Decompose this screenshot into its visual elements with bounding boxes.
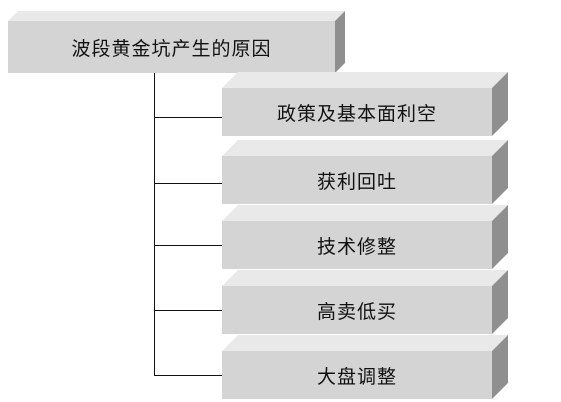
- child-node-label: 获利回吐: [222, 156, 492, 204]
- child-node-top-bevel: [222, 270, 508, 286]
- child-node-top-bevel: [222, 72, 508, 88]
- child-node-top-bevel: [222, 335, 508, 351]
- root-node-label: 波段黄金坑产生的原因: [8, 21, 335, 73]
- child-node-side-bevel: [492, 335, 508, 399]
- child-node-side-bevel: [492, 270, 508, 334]
- child-node-label: 高卖低买: [222, 286, 492, 334]
- child-node: 获利回吐: [222, 140, 508, 204]
- child-node-top-bevel: [222, 205, 508, 221]
- connector-branch: [154, 117, 222, 118]
- child-node: 高卖低买: [222, 270, 508, 334]
- child-node-label: 政策及基本面利空: [222, 88, 492, 136]
- connector-branch: [154, 183, 222, 184]
- connector-branch: [154, 245, 222, 246]
- connector-branch: [154, 375, 222, 376]
- connector-branch: [154, 310, 222, 311]
- child-node: 大盘调整: [222, 335, 508, 399]
- root-node-top-bevel: [8, 11, 345, 21]
- child-node: 政策及基本面利空: [222, 72, 508, 136]
- child-node-side-bevel: [492, 72, 508, 136]
- child-node-label: 大盘调整: [222, 351, 492, 399]
- root-node: 波段黄金坑产生的原因: [8, 11, 345, 73]
- child-node-side-bevel: [492, 205, 508, 269]
- root-node-side-bevel: [335, 11, 345, 73]
- child-node-side-bevel: [492, 140, 508, 204]
- child-node: 技术修整: [222, 205, 508, 269]
- connector-trunk: [154, 73, 155, 376]
- child-node-label: 技术修整: [222, 221, 492, 269]
- child-node-top-bevel: [222, 140, 508, 156]
